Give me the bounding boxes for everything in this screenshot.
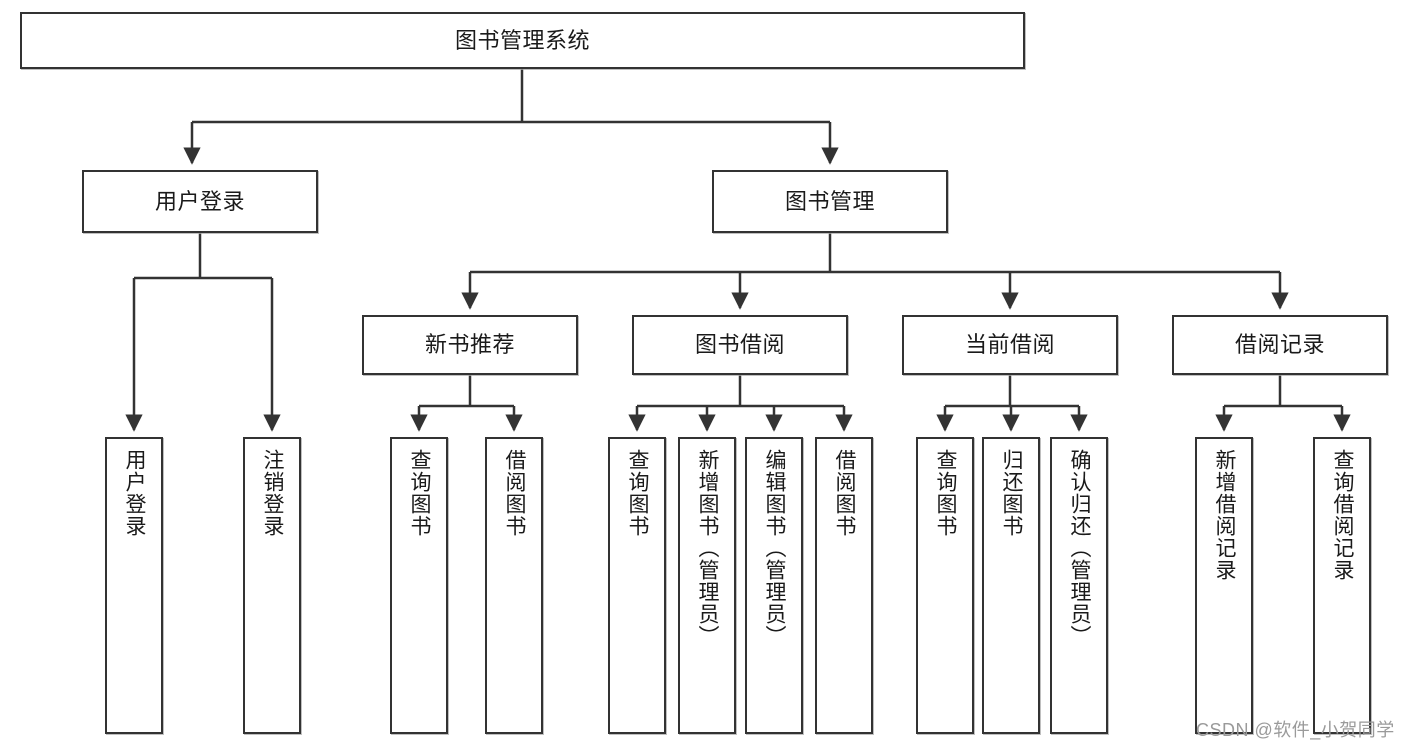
node-leaf-12-label: 查询借阅记录 [1331, 449, 1355, 581]
node-leaf-6[interactable]: 编辑图书（管理员） [745, 437, 803, 734]
node-leaf-8-label: 查询图书 [934, 449, 958, 537]
node-leaf-0[interactable]: 用户登录 [105, 437, 163, 734]
node-leaf-8[interactable]: 查询图书 [916, 437, 974, 734]
node-leaf-6-label: 编辑图书（管理员） [763, 449, 787, 647]
node-leaf-3[interactable]: 借阅图书 [485, 437, 543, 734]
node-leaf-5[interactable]: 新增图书（管理员） [678, 437, 736, 734]
node-level3-1[interactable]: 图书借阅 [632, 315, 848, 375]
node-leaf-7[interactable]: 借阅图书 [815, 437, 873, 734]
node-root-label: 图书管理系统 [454, 27, 590, 53]
node-leaf-7-label: 借阅图书 [833, 449, 857, 537]
node-level3-0[interactable]: 新书推荐 [362, 315, 578, 375]
node-leaf-11-label: 新增借阅记录 [1213, 449, 1237, 581]
node-leaf-1[interactable]: 注销登录 [243, 437, 301, 734]
node-level2-1-label: 图书管理 [784, 188, 875, 214]
node-leaf-9[interactable]: 归还图书 [982, 437, 1040, 734]
node-level3-3[interactable]: 借阅记录 [1172, 315, 1388, 375]
node-level3-2-label: 当前借阅 [964, 332, 1055, 358]
node-leaf-0-label: 用户登录 [123, 449, 147, 537]
node-level3-1-label: 图书借阅 [694, 332, 785, 358]
node-leaf-12[interactable]: 查询借阅记录 [1313, 437, 1371, 734]
node-leaf-2[interactable]: 查询图书 [390, 437, 448, 734]
node-level2-0-label: 用户登录 [154, 188, 245, 214]
node-leaf-2-label: 查询图书 [408, 449, 432, 537]
node-level2-1[interactable]: 图书管理 [712, 170, 948, 233]
node-leaf-10-label: 确认归还（管理员） [1068, 449, 1092, 647]
node-leaf-9-label: 归还图书 [1000, 449, 1024, 537]
node-leaf-4-label: 查询图书 [626, 449, 650, 537]
node-level3-0-label: 新书推荐 [424, 332, 515, 358]
node-leaf-3-label: 借阅图书 [503, 449, 527, 537]
node-leaf-1-label: 注销登录 [261, 449, 285, 537]
node-leaf-10[interactable]: 确认归还（管理员） [1050, 437, 1108, 734]
node-leaf-11[interactable]: 新增借阅记录 [1195, 437, 1253, 734]
node-level3-2[interactable]: 当前借阅 [902, 315, 1118, 375]
node-leaf-5-label: 新增图书（管理员） [696, 449, 720, 647]
node-leaf-4[interactable]: 查询图书 [608, 437, 666, 734]
node-root[interactable]: 图书管理系统 [20, 12, 1025, 69]
node-level3-3-label: 借阅记录 [1234, 332, 1325, 358]
watermark: CSDN @软件_小贺同学 [1196, 720, 1395, 740]
node-level2-0[interactable]: 用户登录 [82, 170, 318, 233]
